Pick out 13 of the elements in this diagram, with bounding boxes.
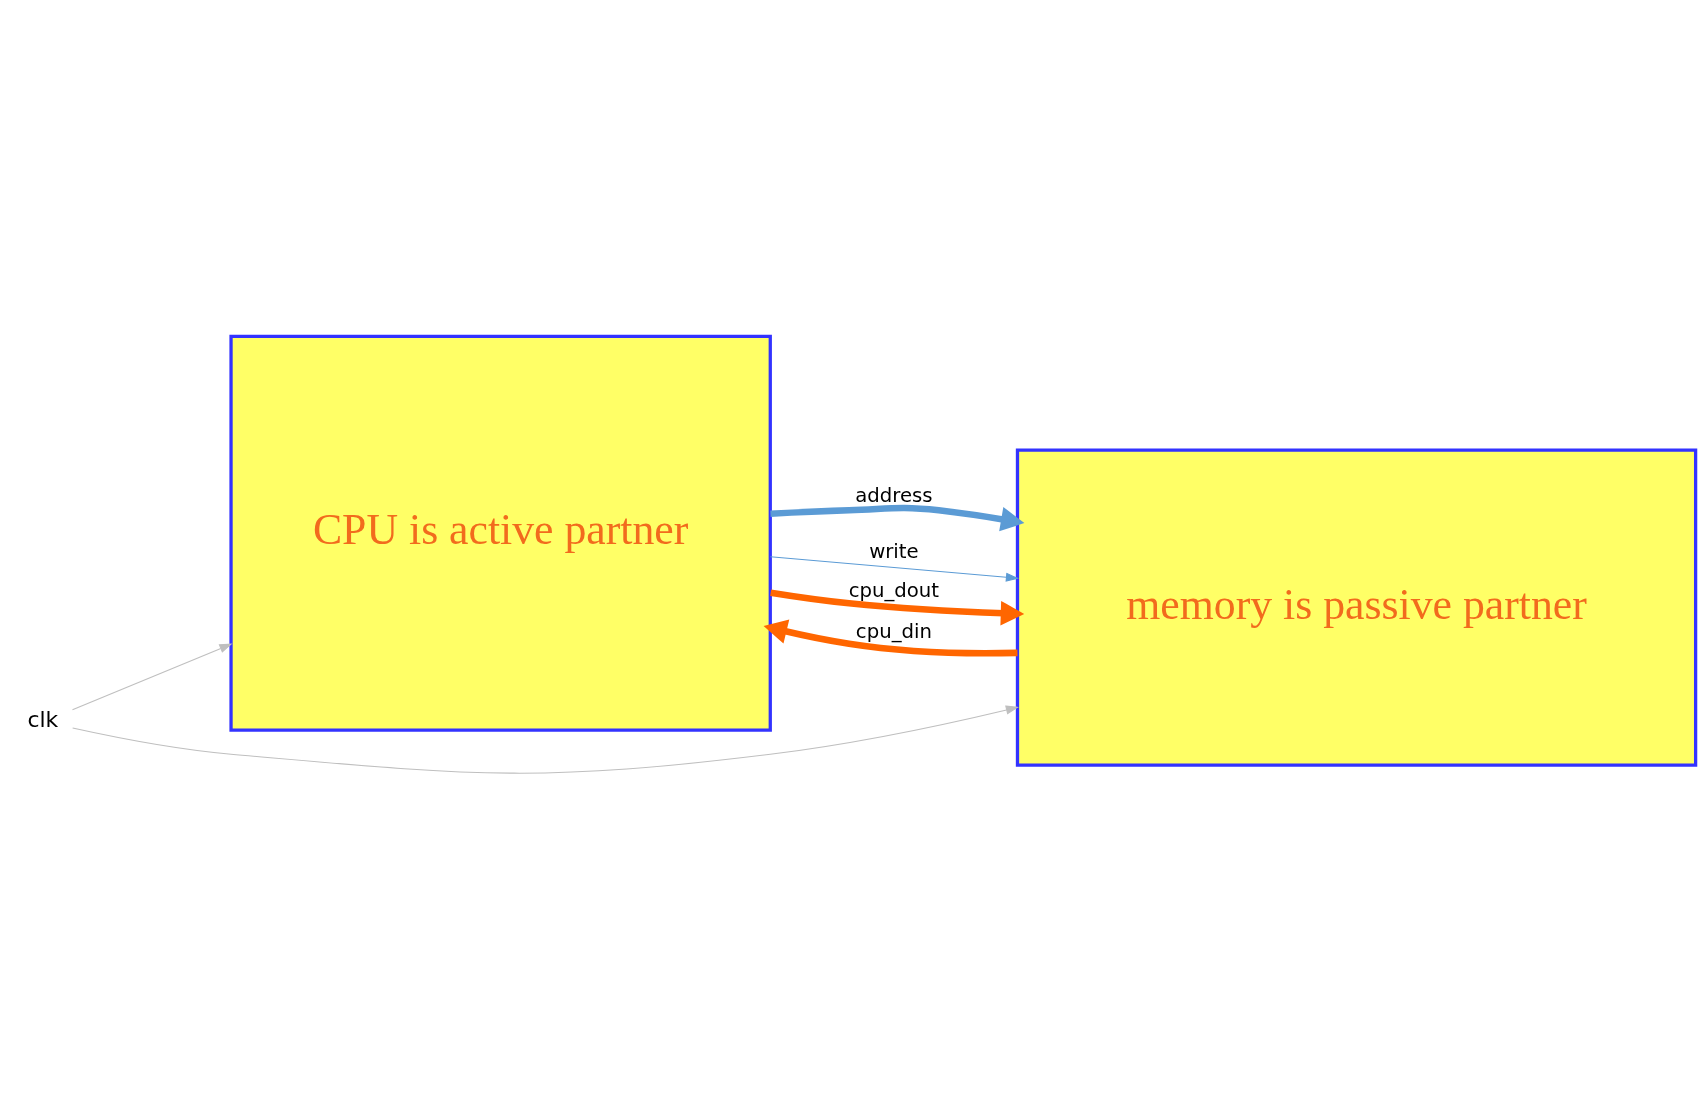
node-box: memory is passive partner [1015, 448, 1697, 767]
arrow [71, 705, 1019, 774]
node-box: CPU is active partner [228, 334, 772, 732]
edge-label: cpu_din [855, 619, 932, 643]
edge-label: address [854, 483, 933, 507]
arrow [763, 619, 1018, 657]
arrow [769, 555, 1019, 582]
arrow [769, 504, 1024, 531]
arrow [769, 589, 1024, 625]
node-text: clk [27, 706, 58, 732]
arrow [71, 643, 232, 710]
edge-label: cpu_dout [848, 578, 939, 602]
edge-label: write [868, 539, 919, 563]
